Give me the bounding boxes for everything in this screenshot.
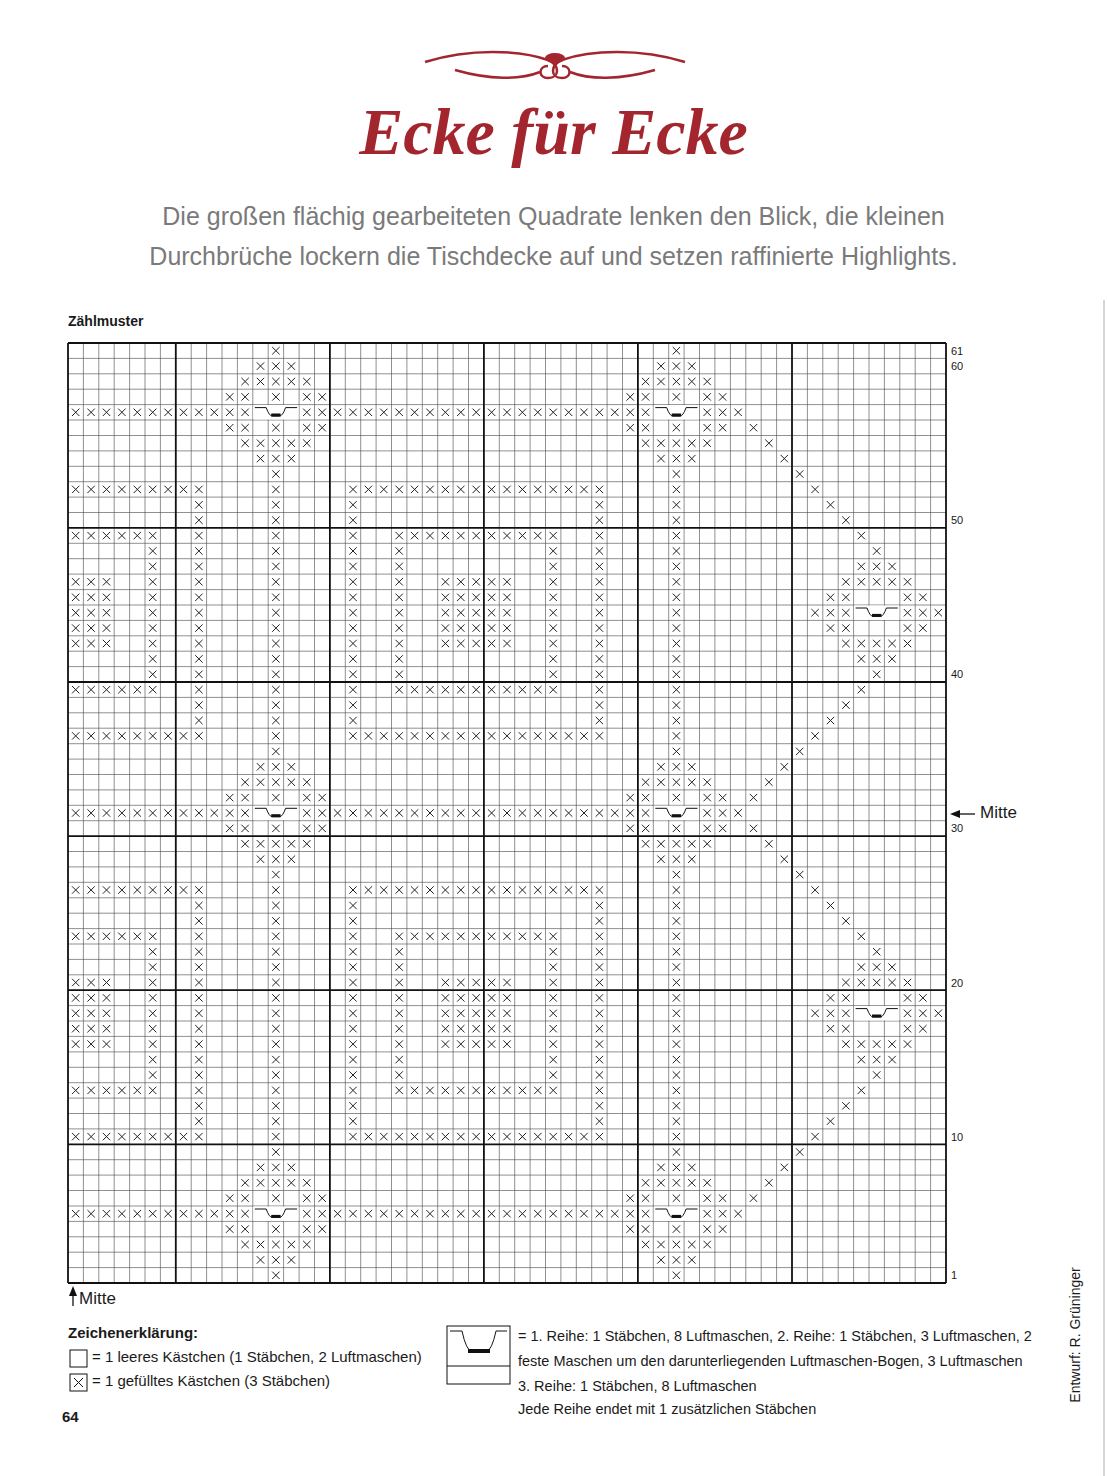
mesh-ground (654, 405, 699, 419)
legend-heading: Zeichenerklärung: (68, 1324, 198, 1341)
note: Jede Reihe endet mit 1 zusätzlichen Stäb… (518, 1401, 816, 1417)
mesh-ground (253, 405, 298, 419)
mesh-symbol (255, 808, 297, 816)
row-number: 61 (951, 344, 963, 358)
legend-text: = 1 leeres Kästchen (1 Stäbchen, 2 Luftm… (92, 1348, 422, 1365)
mesh-bar (271, 414, 280, 417)
mesh-bar (271, 814, 280, 817)
mesh-bar (672, 1215, 681, 1218)
row-number: 30 (951, 821, 963, 835)
mitte-arrows (69, 810, 975, 1306)
mesh-ground (854, 1006, 899, 1020)
mesh-symbol (655, 408, 697, 416)
mesh-bar (872, 614, 881, 617)
mesh-bar (672, 414, 681, 417)
mesh-symbol (655, 808, 697, 816)
row-number: 10 (951, 1130, 963, 1144)
mesh-symbol (856, 1009, 898, 1017)
title-ornament (425, 52, 685, 78)
page-edge (1103, 300, 1105, 1476)
mesh-sample (447, 1326, 510, 1384)
page-title: Ecke für Ecke (0, 92, 1107, 172)
mesh-symbol (255, 1209, 297, 1217)
row-number: 1 (951, 1268, 957, 1282)
mesh-bar (672, 814, 681, 817)
bold-grid-lines (68, 343, 946, 1283)
empty-cell-sample (70, 1350, 87, 1367)
credit: Entwurf: R. Grüninger (1067, 1267, 1083, 1402)
grid-lines (68, 343, 946, 1283)
row-number: 20 (951, 976, 963, 990)
page-number: 64 (62, 1408, 79, 1425)
mesh-bar (271, 1215, 280, 1218)
center-mark: Mitte (980, 803, 1017, 823)
mesh-symbol (856, 608, 898, 616)
mesh-ground (854, 606, 899, 620)
subtitle: Die großen flächig gearbeiteten Quadrate… (118, 196, 989, 276)
mesh-symbol (255, 408, 297, 416)
row-number: 60 (951, 359, 963, 373)
legend-text: = 1 gefülltes Kästchen (3 Stäbchen) (92, 1372, 330, 1389)
filled-cell-sample (70, 1374, 87, 1391)
mesh-bar (872, 1015, 881, 1018)
filled-cells (72, 347, 942, 1279)
legend-text: = 1. Reihe: 1 Stäbchen, 8 Luftmaschen, 2… (518, 1324, 1038, 1399)
mesh-symbol (655, 1209, 697, 1217)
mesh-ground (253, 806, 298, 820)
row-number: 50 (951, 513, 963, 527)
mesh-ground (654, 1207, 699, 1221)
row-number: 40 (951, 667, 963, 681)
mesh-ground (654, 806, 699, 820)
chart-heading: Zählmuster (68, 313, 143, 329)
center-mark: Mitte (79, 1289, 116, 1309)
mesh-ground (253, 1207, 298, 1221)
